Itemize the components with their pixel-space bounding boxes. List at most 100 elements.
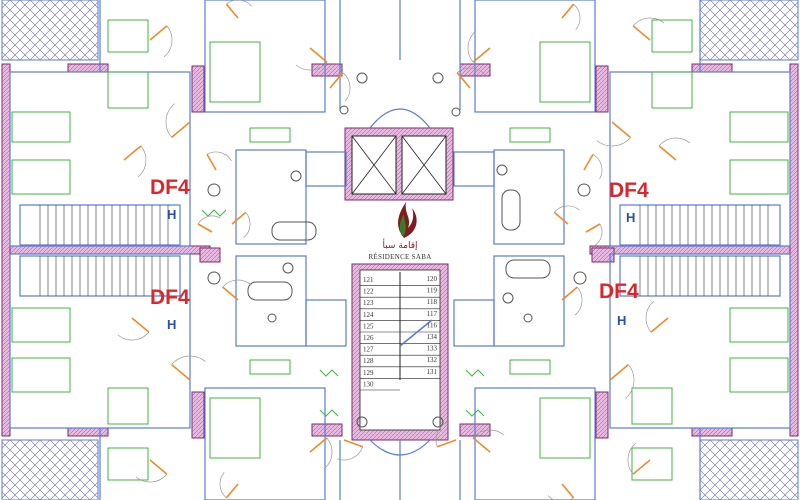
door-leaf	[561, 483, 575, 499]
door-swing-arc	[226, 0, 253, 7]
stair-number: 118	[427, 298, 438, 306]
stair-number: 128	[363, 357, 374, 365]
door-leaf	[225, 3, 239, 19]
door-swing-arc	[295, 61, 328, 71]
door-swing-arc	[625, 364, 635, 399]
logo-name: RÉSIDENCE SABA	[368, 253, 431, 261]
outer-walls	[1, 63, 799, 439]
door-leaf	[611, 121, 631, 139]
door-swing-arc	[547, 495, 574, 500]
door-leaf	[561, 286, 578, 301]
balcony-hatch	[1, 0, 99, 61]
door-leaf	[329, 72, 344, 89]
stair-number: 133	[427, 345, 438, 353]
door-swing-arc	[135, 473, 168, 483]
door-leaf	[123, 145, 142, 161]
door-swing-arc	[592, 154, 603, 180]
door-leaf	[583, 154, 594, 171]
balcony-hatch	[699, 0, 799, 61]
stair-number: 132	[427, 356, 438, 364]
door-leaf	[472, 47, 491, 63]
door-leaf	[131, 317, 150, 333]
door-swing-arc	[197, 215, 221, 225]
door-swing-arc	[222, 279, 252, 288]
stair-number: 117	[427, 310, 438, 318]
unit-marker-label: H	[617, 313, 626, 328]
stair-core	[351, 263, 449, 441]
door-leaf	[225, 483, 239, 499]
unit-type-label: DF4	[599, 280, 639, 303]
door-swing-arc	[593, 223, 603, 247]
unit-label-bottom-right: DF4 H	[599, 280, 639, 328]
stair-number: 121	[363, 276, 374, 284]
door-leaf	[658, 145, 677, 161]
stair-number: 127	[363, 346, 374, 354]
door-leaf	[149, 25, 168, 41]
stair-number: 119	[427, 287, 438, 295]
unit-label-top-right: DF4 H	[609, 179, 649, 225]
door-leaf	[309, 437, 328, 453]
residence-logo: إقامة سبأ RÉSIDENCE SABA	[368, 202, 431, 261]
balcony-hatch	[1, 439, 99, 500]
unit-marker-label: H	[167, 207, 176, 222]
stair-direction-arrow	[399, 319, 433, 347]
unit-type-label: DF4	[609, 179, 649, 202]
interior-walls	[9, 0, 791, 500]
stair-number: 125	[363, 322, 374, 330]
stair-number: 129	[363, 369, 374, 377]
door-swing-arc	[467, 30, 477, 63]
bathroom-fixtures	[207, 72, 591, 428]
stair-number: 123	[363, 299, 374, 307]
door-swing-arc	[137, 145, 147, 178]
stair-number: 131	[427, 368, 438, 376]
door-swing-arc	[243, 212, 251, 239]
furniture	[11, 19, 789, 481]
door-swing-arc	[627, 442, 637, 475]
door-leaf	[609, 363, 629, 381]
door-swing-arc	[574, 286, 583, 316]
door-swing-arc	[632, 17, 665, 27]
door-swing-arc	[472, 429, 505, 439]
door-swing-arc	[219, 472, 227, 499]
door-swing-arc	[596, 137, 631, 147]
door-swing-arc	[573, 3, 581, 30]
door-leaf	[309, 47, 328, 63]
doors	[117, 0, 691, 500]
stair-number: 126	[363, 334, 374, 342]
door-leaf	[632, 459, 651, 475]
stair-number: 134	[427, 333, 438, 341]
elevator-core	[344, 127, 454, 201]
door-leaf	[553, 211, 569, 225]
door-swing-arc	[163, 25, 173, 58]
balcony-hatch	[699, 439, 799, 500]
door-leaf	[206, 154, 217, 171]
door-leaf	[632, 25, 651, 41]
door-leaf	[472, 437, 491, 453]
door-swing-arc	[337, 446, 364, 461]
door-swing-arc	[171, 355, 206, 365]
door-leaf	[197, 223, 213, 233]
door-swing-arc	[658, 137, 691, 147]
unit-label-bottom-left: DF4 H	[150, 286, 190, 332]
stair-number: 122	[363, 288, 374, 296]
door-leaf	[171, 363, 191, 381]
unit-label-top-left: DF4 H	[150, 176, 190, 222]
door-swing-arc	[456, 67, 486, 76]
door-leaf	[561, 3, 575, 19]
door-leaf	[171, 121, 191, 139]
stair-number: 124	[363, 311, 374, 319]
door-swing-arc	[553, 205, 580, 213]
door-swing-arc	[206, 151, 232, 162]
door-swing-arc	[645, 300, 655, 333]
door-leaf	[436, 439, 457, 448]
unit-type-label: DF4	[150, 286, 190, 309]
unit-marker-label: H	[626, 210, 635, 225]
door-leaf	[231, 211, 247, 225]
stair-number: 130	[363, 380, 374, 388]
stair-number-labels: 1211221231241251261271281291301201191181…	[363, 275, 438, 388]
unit-marker-label: H	[167, 317, 176, 332]
door-leaf	[149, 459, 168, 475]
side-stair-treads	[39, 205, 769, 296]
door-leaf	[650, 317, 669, 333]
